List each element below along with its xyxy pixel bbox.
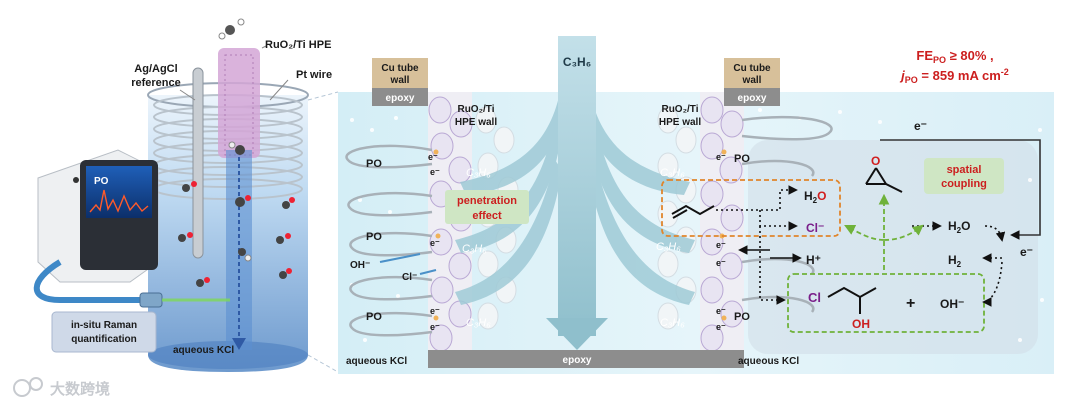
gas-label: C₃H₆ [563, 55, 591, 69]
right-electron-3: e⁻ [716, 258, 726, 268]
right-species: PO PO e⁻ e⁻ e⁻ e⁻ e⁻ C₃H₆ C₃H₆ C₃H₆ [656, 152, 750, 332]
water-right-label: H2O [948, 219, 970, 235]
raman-spectrometer: PO [33, 149, 230, 308]
propylene-feed-arrow: C₃H₆ [546, 36, 608, 350]
left-hydroxide: OH⁻ [350, 260, 370, 271]
pt-wire-label: Pt wire [296, 69, 332, 81]
watermark: 大数跨境 [13, 377, 110, 398]
penetration-effect-box [445, 190, 529, 224]
left-hpe-label-line1: RuO₂/Ti [457, 104, 494, 115]
left-cu-line1: Cu tube [381, 63, 419, 74]
zoom-line-top [307, 91, 339, 101]
current-density-value: jPO = 859 mA cm-2 [899, 67, 1009, 85]
left-species: PO PO PO e⁻ e⁻ e⁻ e⁻ e⁻ OH⁻ Cl⁻ C₃H₆ C₃H… [350, 152, 491, 332]
spatial-line1: spatial [947, 164, 982, 176]
penetration-line2: effect [472, 210, 502, 222]
chlorohydrin-structure [827, 286, 877, 299]
reference-electrode [192, 67, 204, 259]
left-electron-1: e⁻ [428, 152, 438, 162]
left-po-3: PO [366, 311, 382, 323]
left-propylene-1: C₃H₆ [466, 167, 491, 179]
propylene-structure [671, 204, 715, 216]
right-epoxy-label: epoxy [738, 93, 767, 104]
raman-label-line2: quantification [71, 334, 137, 345]
right-electron-1: e⁻ [716, 152, 726, 162]
right-cu-line2: wall [742, 75, 762, 86]
hydrogen-label: H2 [948, 253, 962, 269]
penetration-line1: penetration [457, 195, 517, 207]
spatial-coupling-box [924, 158, 1004, 194]
right-propylene-1: C₃H₆ [660, 167, 685, 179]
left-hpe-label-line2: HPE wall [455, 117, 497, 128]
raman-label-line1: in-situ Raman [71, 320, 137, 331]
fe-value: FEPO ≥ 80% , [916, 48, 993, 65]
left-propylene-2: C₃H₆ [462, 243, 487, 255]
right-electron-4: e⁻ [716, 306, 726, 316]
left-po-2: PO [366, 231, 382, 243]
left-electrolyte-label: aqueous KCl [346, 356, 407, 367]
watermark-text: 大数跨境 [50, 380, 110, 398]
left-cu-line2: wall [390, 75, 410, 86]
bottom-epoxy: epoxy [428, 350, 744, 368]
right-po-2: PO [734, 311, 750, 323]
left-epoxy-label: epoxy [386, 93, 415, 104]
zoom-line-bottom [307, 354, 339, 373]
left-cu-tube-wall: Cu tube wall epoxy [372, 58, 428, 106]
electrochemical-cell: RuO₂/Ti HPE Ag/AgCl reference Pt wire aq… [131, 18, 332, 372]
right-po-1: PO [734, 153, 750, 165]
hpe-electrode-label: RuO₂/Ti HPE [265, 39, 331, 51]
left-chloride: Cl⁻ [402, 272, 417, 283]
right-cu-tube-wall: Cu tube wall epoxy [724, 58, 780, 106]
chlorohydrin-oh: OH [852, 317, 870, 331]
screen-po-text: PO [94, 176, 109, 187]
cell-electrolyte-label: aqueous KCl [173, 345, 234, 356]
right-electrolyte-label: aqueous KCl [738, 356, 799, 367]
right-cu-line1: Cu tube [733, 63, 771, 74]
right-hpe-label-line1: RuO₂/Ti [661, 104, 698, 115]
left-electron-2: e⁻ [430, 167, 440, 177]
plus-sign: + [906, 295, 915, 312]
left-coil-loops [345, 144, 433, 337]
spatial-line2: coupling [941, 178, 987, 190]
reference-label-line2: reference [131, 77, 181, 89]
hpe-tube [218, 48, 260, 158]
raman-label-box [51, 311, 157, 353]
mechanism: O spatial coupling H2O Cl⁻ H⁺ H2O H2 Cl … [661, 119, 1041, 333]
chlorohydrin-cl: Cl [808, 290, 821, 305]
right-propylene-2: C₃H₆ [656, 241, 681, 253]
proton-label: H⁺ [806, 253, 821, 267]
right-coil-loops [741, 115, 833, 313]
left-po-1: PO [366, 158, 382, 170]
right-hpe-wall [700, 92, 744, 354]
chloride-label: Cl⁻ [806, 221, 824, 235]
right-propylene-3: C₃H₆ [660, 317, 685, 329]
propylene-reaction-box [661, 179, 841, 237]
electron-right: e⁻ [1020, 245, 1033, 259]
electron-circuit [880, 139, 1041, 240]
right-electron-2: e⁻ [716, 240, 726, 250]
chloride-arrow [419, 269, 437, 275]
electron-top: e⁻ [914, 119, 927, 133]
right-hpe-label-line2: HPE wall [659, 117, 701, 128]
water-label: H2O [804, 189, 826, 205]
bottom-epoxy-label: epoxy [563, 355, 592, 366]
left-electron-4: e⁻ [430, 306, 440, 316]
right-electron-5: e⁻ [716, 322, 726, 332]
hydroxide-arrow [379, 253, 421, 263]
propylene-oxide-structure [865, 167, 903, 193]
hydroxide-right: OH⁻ [940, 297, 964, 311]
reference-label-line1: Ag/AgCl [134, 63, 177, 75]
left-electron-3: e⁻ [430, 238, 440, 248]
epoxide-oxygen: O [871, 154, 880, 168]
gas-flow-arrows [455, 92, 695, 305]
left-electron-5: e⁻ [430, 322, 440, 332]
left-propylene-3: C₃H₆ [466, 317, 491, 329]
po-molecules [178, 18, 295, 287]
